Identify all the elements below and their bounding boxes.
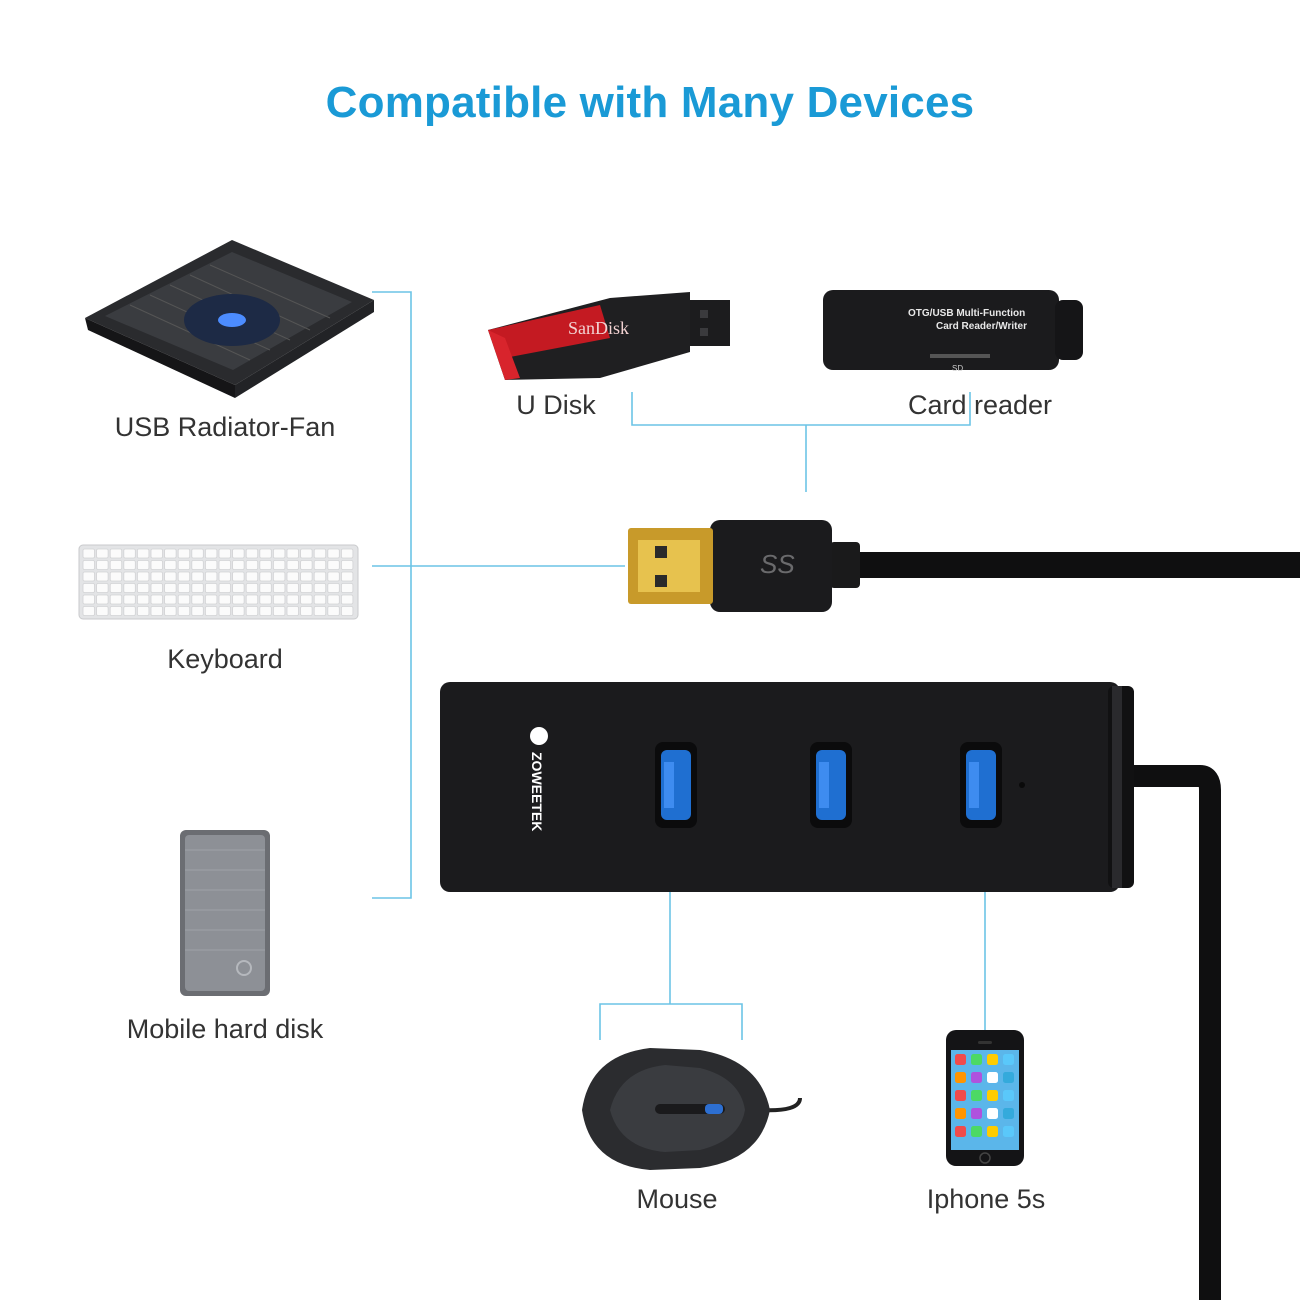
usb3-mark: SS	[760, 549, 795, 579]
card-reader-text-line2: Card Reader/Writer	[936, 321, 1027, 332]
keyboard-icon	[78, 544, 359, 620]
page-title: Compatible with Many Devices	[325, 78, 975, 127]
label-card-reader: Card reader	[907, 390, 1053, 420]
hard-drive-icon	[180, 830, 270, 996]
label-iphone: Iphone 5s	[926, 1184, 1046, 1214]
label-mouse: Mouse	[636, 1184, 718, 1214]
label-u-disk: U Disk	[516, 390, 596, 420]
card-reader-text-line1: OTG/USB Multi-Function	[908, 308, 1025, 319]
label-keyboard: Keyboard	[167, 644, 283, 674]
usb-ports	[655, 742, 1002, 828]
usb-plug-icon: SS	[628, 520, 1300, 612]
laptop-cooling-pad-icon	[85, 240, 374, 398]
sd-slot-label: SD	[952, 364, 963, 373]
brand-text: SanDisk	[568, 318, 629, 338]
mouse-icon	[582, 1048, 802, 1170]
usb-port-3	[960, 742, 1002, 828]
card-reader-icon: OTG/USB Multi-Function Card Reader/Write…	[823, 290, 1083, 373]
usb-port-1	[655, 742, 697, 828]
usb-port-2	[810, 742, 852, 828]
connector-lines	[372, 291, 986, 1040]
label-usb-radiator-fan: USB Radiator-Fan	[114, 412, 336, 442]
hub-brand-text: ZOWEETEK	[529, 752, 545, 831]
usb-hub-icon: ZOWEETEK	[440, 682, 1221, 1300]
smartphone-icon	[946, 1030, 1024, 1166]
label-mobile-hard-disk: Mobile hard disk	[126, 1014, 324, 1044]
usb-flash-drive-icon: SanDisk	[488, 292, 730, 380]
